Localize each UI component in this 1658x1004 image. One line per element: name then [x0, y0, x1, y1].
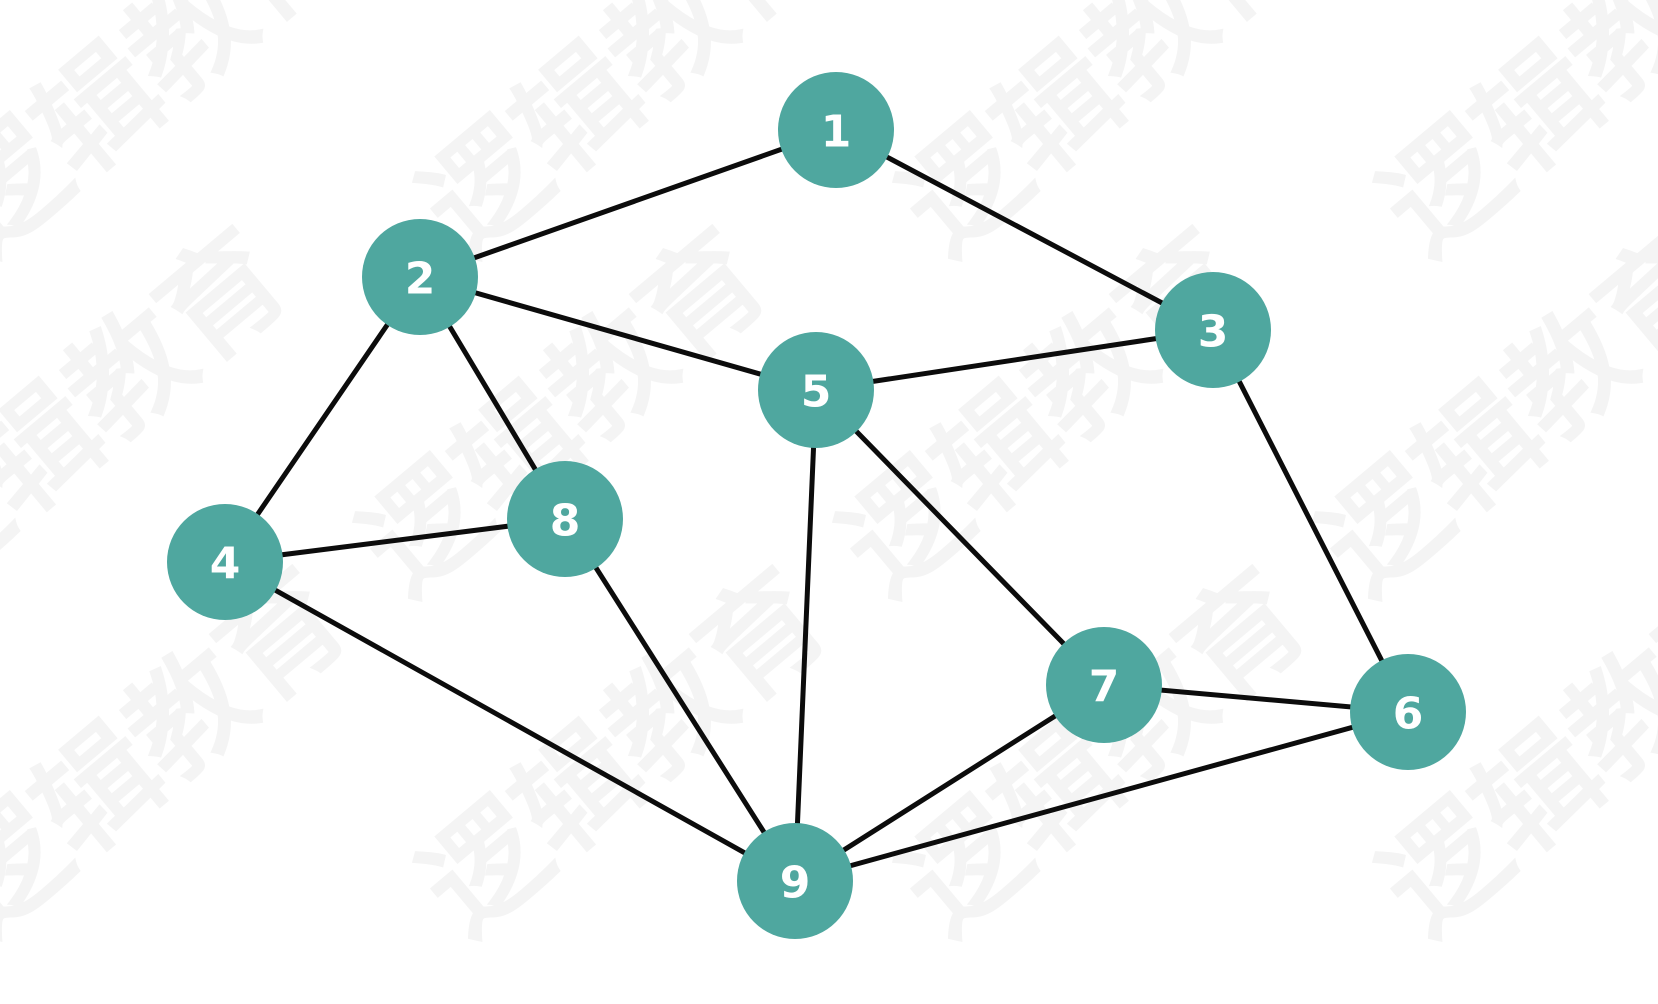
- edge-7-9: [792, 682, 1107, 884]
- node-2: 2: [362, 219, 478, 335]
- node-2-circle: [362, 219, 478, 335]
- edge-5-7: [813, 387, 1107, 688]
- node-8: 8: [507, 461, 623, 577]
- node-6: 6: [1350, 654, 1466, 770]
- node-4-circle: [167, 504, 283, 620]
- node-4-label: 4: [210, 539, 241, 590]
- node-3-circle: [1155, 272, 1271, 388]
- node-1-label: 1: [821, 107, 852, 158]
- watermark-text: 逻辑教育: [0, 546, 373, 961]
- watermark-text: 逻辑教育: [1296, 206, 1658, 621]
- node-2-label: 2: [405, 254, 436, 305]
- edge-1-3: [833, 127, 1216, 333]
- node-3: 3: [1155, 272, 1271, 388]
- edge-2-5: [417, 274, 819, 393]
- watermark-text: 逻辑教育: [1356, 0, 1658, 281]
- node-1: 1: [778, 72, 894, 188]
- edge-1-2: [417, 127, 839, 280]
- node-9-label: 9: [780, 858, 811, 909]
- node-8-label: 8: [550, 496, 581, 547]
- node-9-circle: [737, 823, 853, 939]
- edge-8-9: [562, 516, 798, 884]
- node-5-circle: [758, 332, 874, 448]
- watermark-text: 逻辑教育: [876, 0, 1333, 281]
- node-7-circle: [1046, 627, 1162, 743]
- node-9: 9: [737, 823, 853, 939]
- edge-3-6: [1210, 327, 1411, 715]
- node-6-circle: [1350, 654, 1466, 770]
- watermark-text: 逻辑教育: [816, 206, 1273, 621]
- nodes: 1 2 3 4 5 6 7 8 9: [167, 72, 1466, 939]
- node-3-label: 3: [1198, 307, 1229, 358]
- edge-6-9: [792, 709, 1411, 884]
- edge-5-9: [792, 387, 819, 884]
- node-8-circle: [507, 461, 623, 577]
- edge-4-9: [222, 559, 798, 884]
- node-4: 4: [167, 504, 283, 620]
- node-6-label: 6: [1393, 689, 1424, 740]
- edge-3-5: [813, 327, 1216, 393]
- node-7-label: 7: [1089, 662, 1120, 713]
- node-5: 5: [758, 332, 874, 448]
- node-7: 7: [1046, 627, 1162, 743]
- node-1-circle: [778, 72, 894, 188]
- node-5-label: 5: [801, 367, 832, 418]
